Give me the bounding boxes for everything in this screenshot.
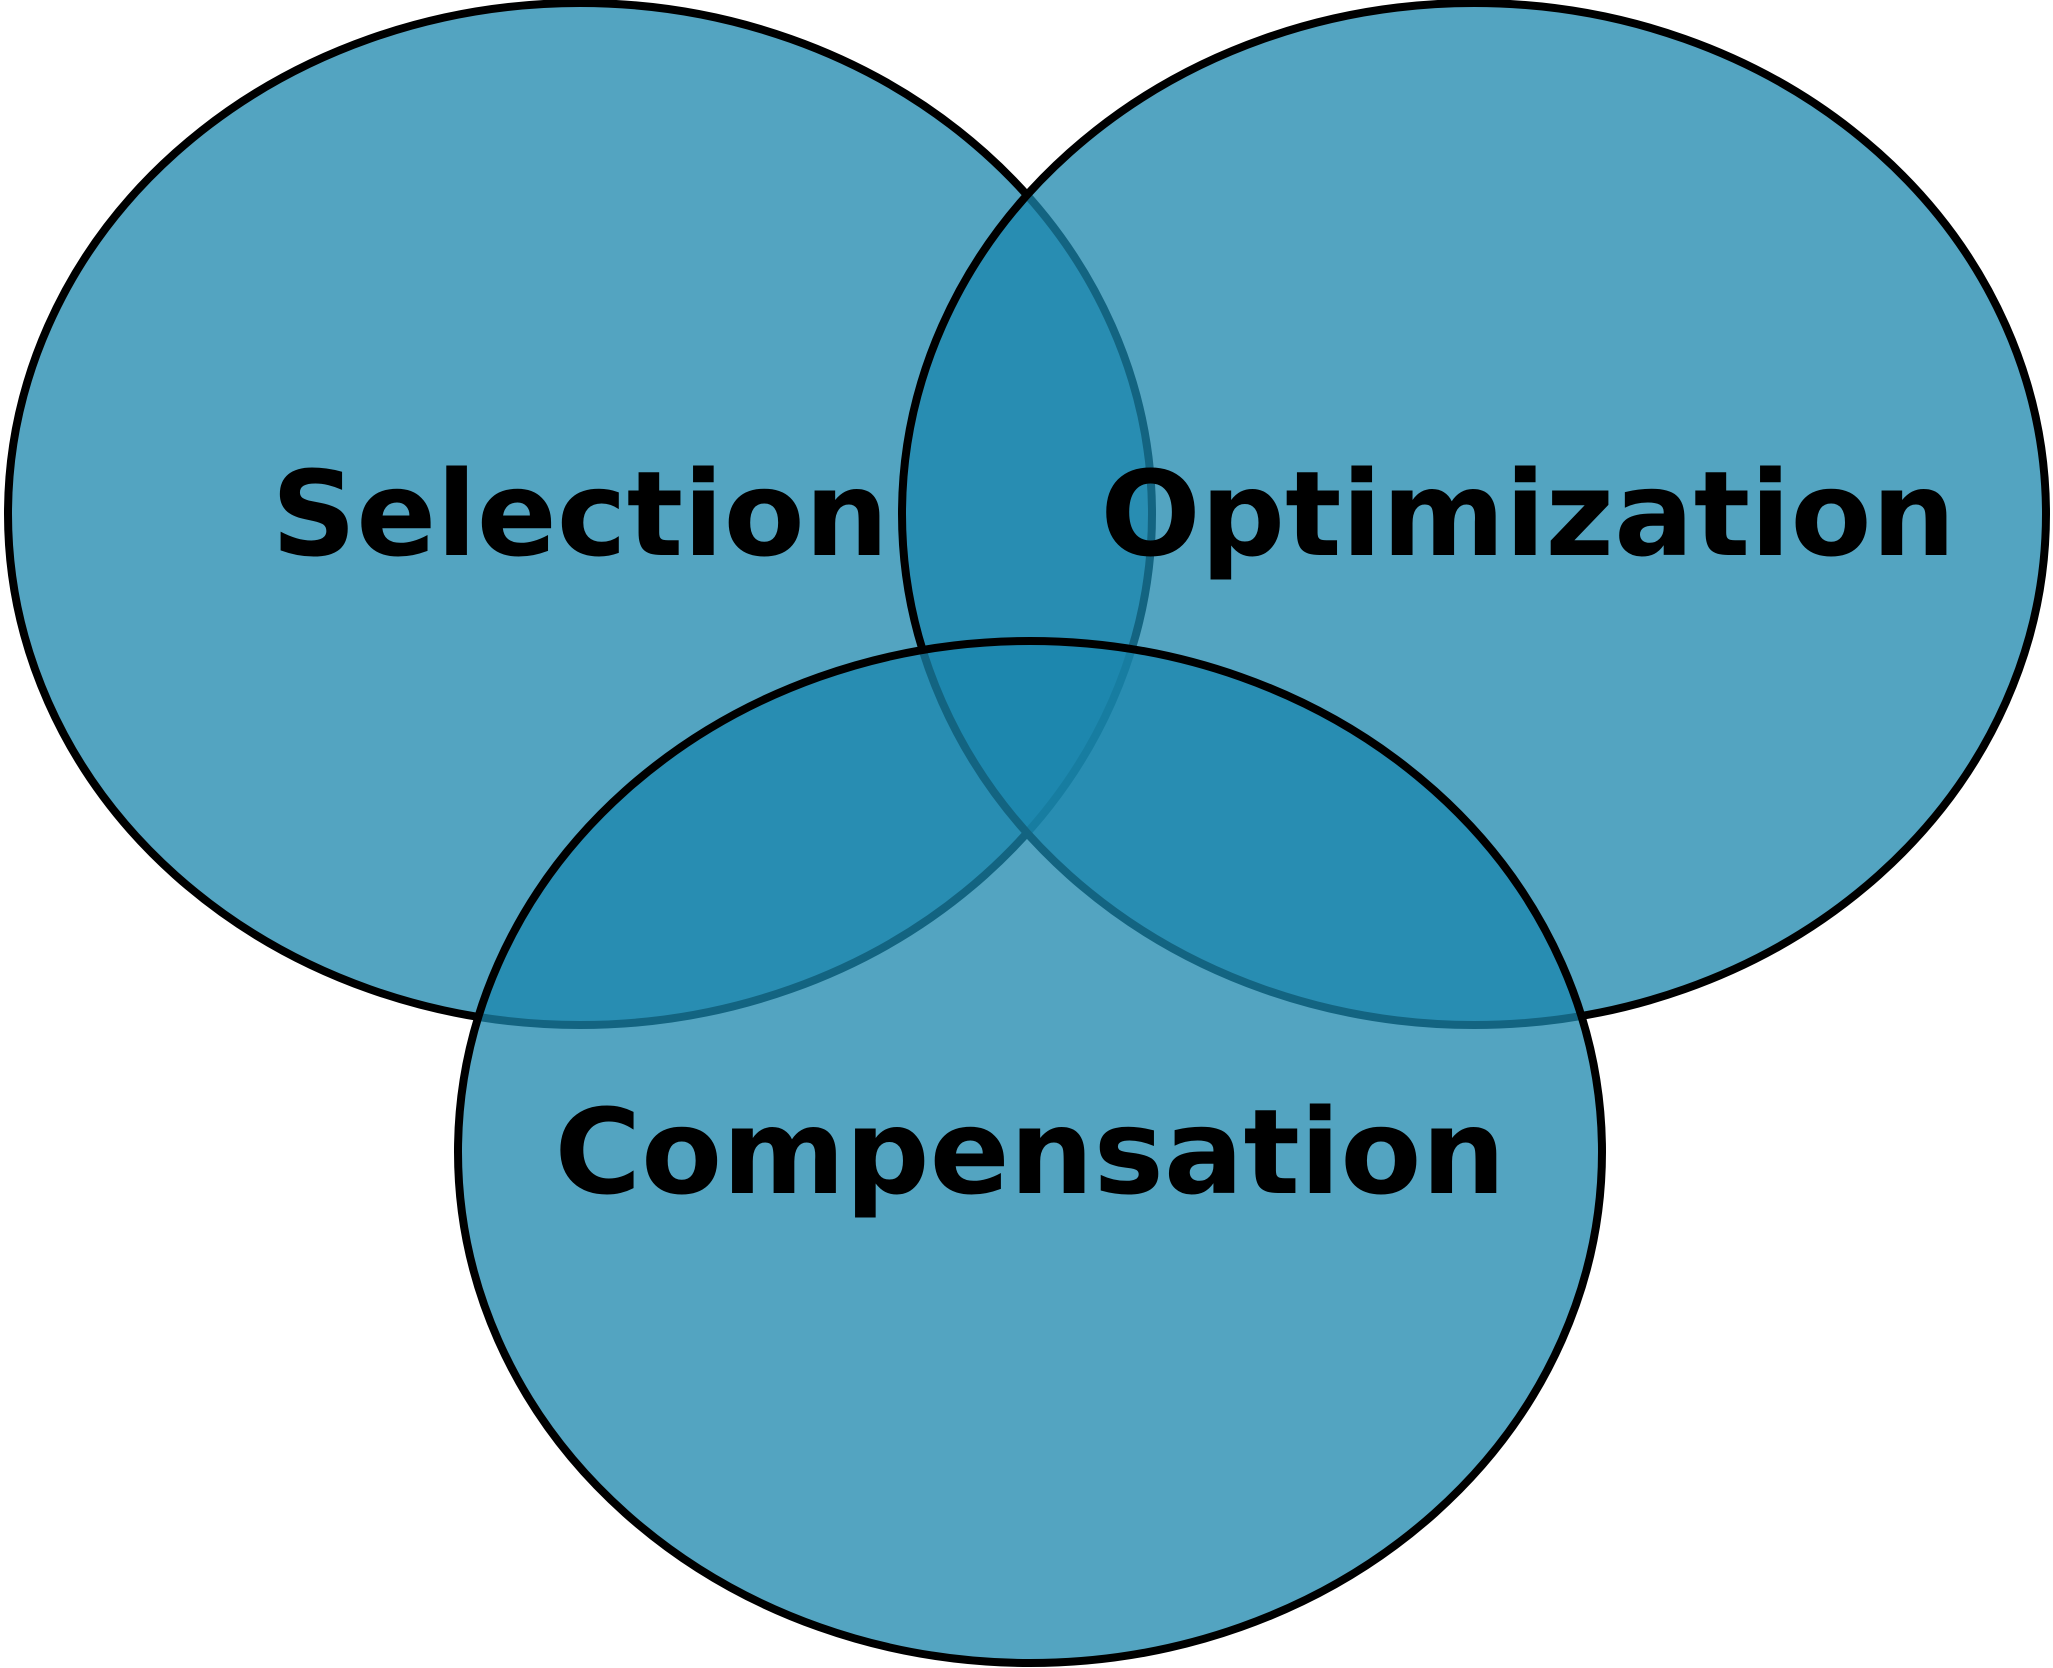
venn-labels: Selection Optimization Compensation: [271, 445, 1955, 1221]
venn-circles: [4, 0, 2050, 1667]
compensation-circle: [454, 637, 1606, 1667]
selection-label: Selection: [271, 445, 888, 583]
optimization-label: Optimization: [1100, 445, 1955, 583]
compensation-label: Compensation: [555, 1083, 1506, 1221]
